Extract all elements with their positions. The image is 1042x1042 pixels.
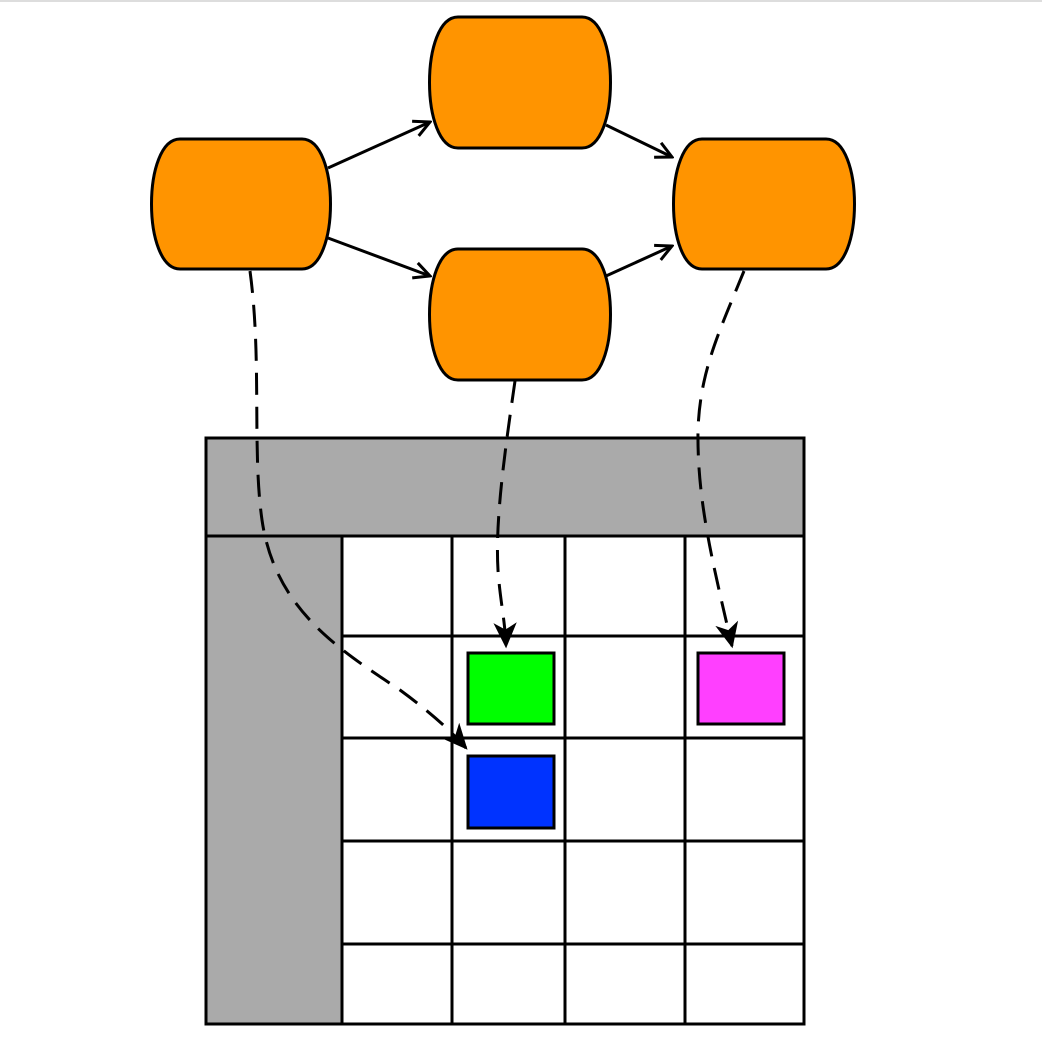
matrix-border bbox=[204, 436, 806, 1026]
mapping-n1-to-blue bbox=[248, 270, 468, 750]
cylinder-node-1 bbox=[150, 137, 332, 271]
edge-n3-n4 bbox=[605, 246, 672, 278]
mapping-n3-to-green bbox=[493, 380, 517, 649]
cylinder-node-2 bbox=[428, 15, 612, 150]
cylinder-node-3 bbox=[428, 247, 612, 382]
matrix bbox=[204, 436, 806, 1026]
cylinder-node-4 bbox=[672, 137, 856, 271]
cell-blue bbox=[466, 754, 556, 830]
edge-n1-n2 bbox=[327, 122, 430, 170]
edge-n2-n4 bbox=[605, 123, 672, 157]
cell-green bbox=[466, 651, 556, 726]
matrix-row-header bbox=[204, 534, 344, 1026]
edge-n1-n3 bbox=[327, 236, 430, 276]
mapping-n4-to-magenta bbox=[696, 270, 746, 649]
cell-magenta bbox=[696, 651, 786, 726]
